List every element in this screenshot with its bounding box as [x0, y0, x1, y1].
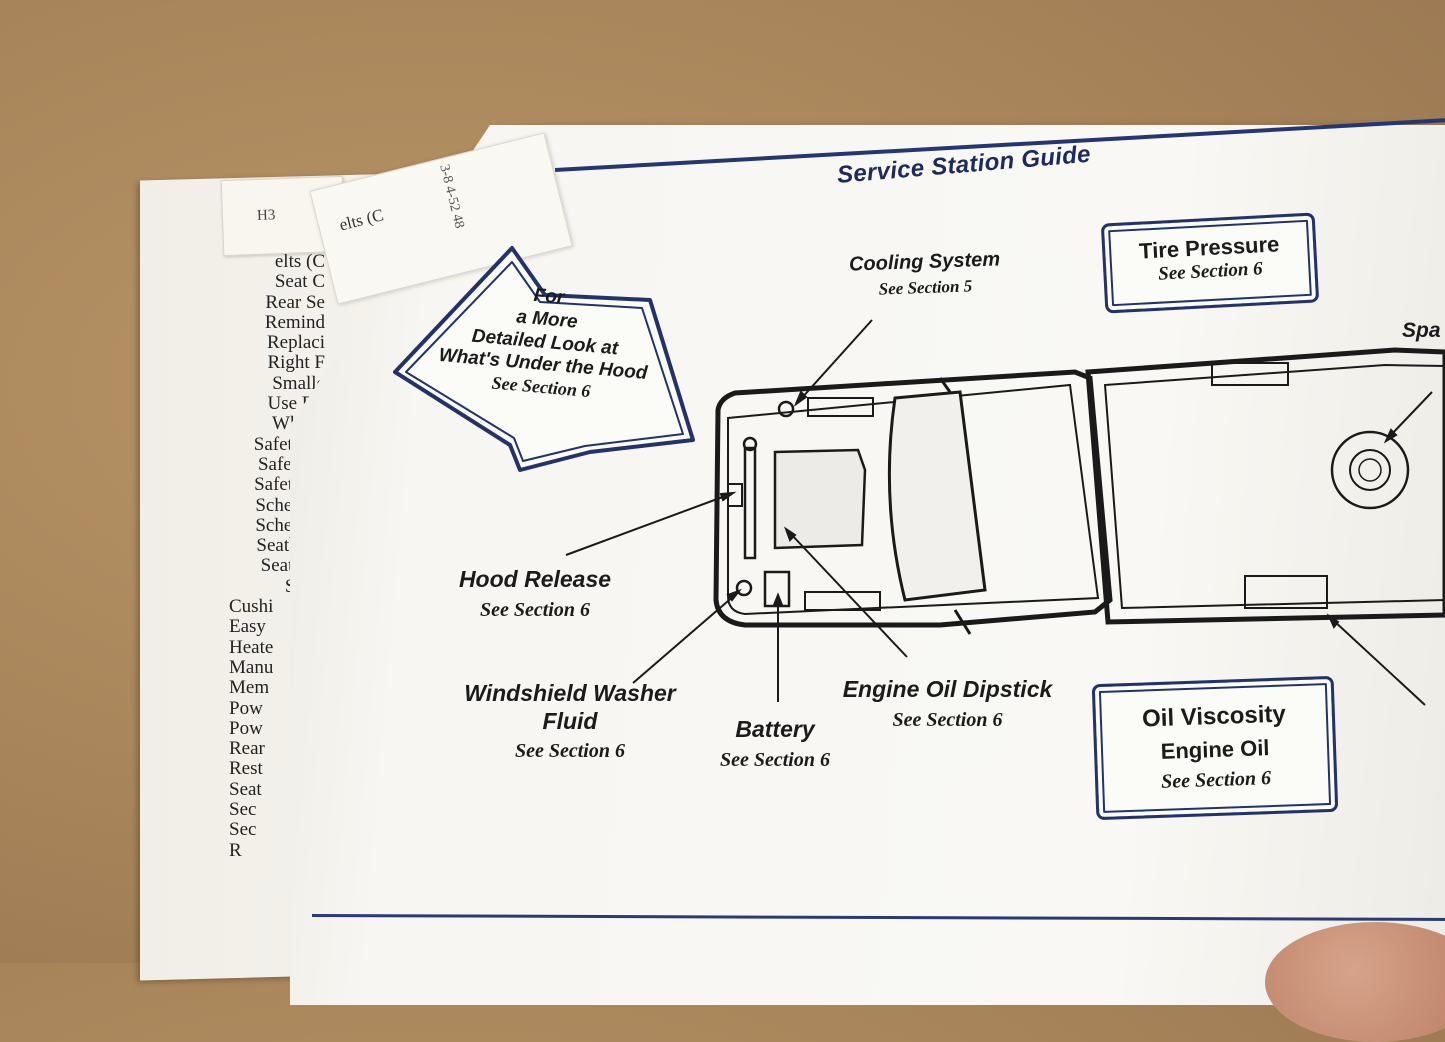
index-entry: Rear Se: [265, 291, 325, 313]
truck-outline: [713, 347, 1445, 635]
battery-title: Battery: [735, 716, 815, 742]
index-entry: Seat: [229, 778, 262, 800]
index-entry: Smalle: [272, 372, 325, 394]
index-entry: elts (C: [274, 252, 325, 272]
washer-title-1: Windshield Washer: [464, 680, 676, 706]
index-entry: Seat C: [274, 271, 325, 293]
leader-lines: [565, 319, 1433, 706]
index-entry: Replaci: [266, 332, 325, 354]
dipstick-section: See Section 6: [892, 708, 1003, 731]
label-battery: Battery See Section 6: [695, 716, 855, 772]
oil-section: See Section 6: [1160, 767, 1272, 793]
oil-viscosity-box: Oil Viscosity Engine Oil See Section 6: [1091, 675, 1339, 821]
oil-title-1: Oil Viscosity: [1141, 700, 1287, 733]
callout-text: For a More Detailed Look at What's Under…: [416, 275, 675, 409]
hood-title: Hood Release: [458, 566, 612, 592]
dipstick-title: Engine Oil Dipstick: [842, 676, 1053, 702]
battery-section: See Section 6: [720, 748, 830, 771]
callout-arrow-shape: [393, 246, 695, 472]
index-entry: Right F: [267, 352, 325, 374]
oil-title-2: Engine Oil: [1160, 735, 1270, 764]
index-entry: Easy: [229, 616, 266, 638]
washer-title-2: Fluid: [542, 707, 598, 734]
cooling-title: Cooling System: [848, 248, 1001, 276]
index-entry: Remind: [264, 311, 325, 333]
index-entry: Mem: [229, 677, 270, 699]
label-windshield-washer: Windshield Washer Fluid See Section 6: [450, 680, 690, 763]
label-spare: Spa: [1402, 318, 1445, 343]
index-entry: Cushi: [229, 596, 274, 618]
index-entry: Pow: [229, 717, 263, 739]
hood-section: See Section 6: [480, 598, 590, 621]
index-entry: Rest: [229, 758, 263, 780]
washer-section: See Section 6: [515, 740, 625, 763]
index-entry: Heate: [229, 636, 274, 658]
label-hood-release: Hood Release See Section 6: [450, 566, 620, 622]
label-cooling-system: Cooling System See Section 5: [839, 247, 1011, 301]
index-entry: Rear: [229, 738, 265, 760]
index-entry: R: [229, 839, 242, 861]
label-engine-oil-dipstick: Engine Oil Dipstick See Section 6: [835, 676, 1060, 732]
tire-pressure-box: Tire Pressure See Section 6: [1100, 212, 1320, 314]
index-entry: Manu: [229, 656, 274, 678]
index-entry: Sec: [229, 799, 257, 821]
spare-title: Spa: [1402, 319, 1441, 342]
index-entry: Pow: [229, 697, 263, 719]
vehicle-diagram: [393, 246, 1445, 706]
index-entry: Sec: [229, 819, 257, 841]
